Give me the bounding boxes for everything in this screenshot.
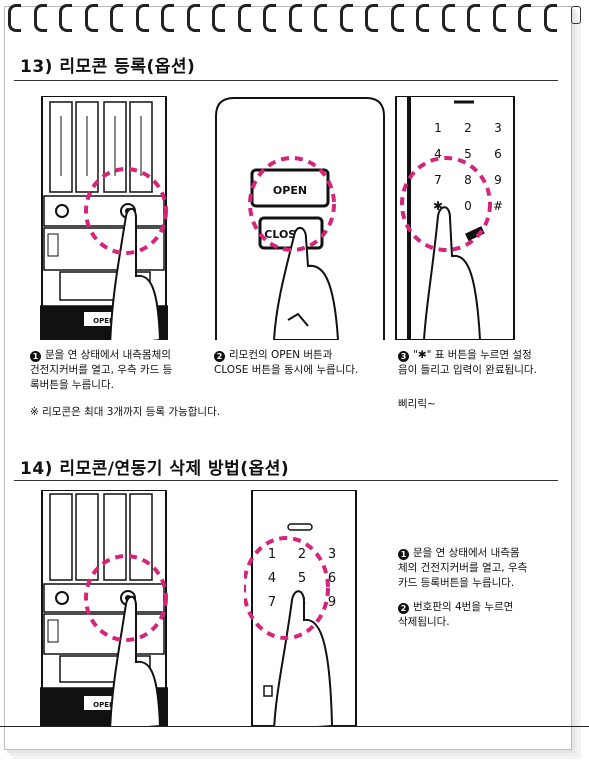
section-13-step-3: 3 "✱" 표 버튼을 누르면 설정 음이 들리고 입력이 완료됩니다. — [398, 348, 568, 378]
step-1-bullet: 1 — [30, 351, 41, 362]
step-2-bullet: 2 — [214, 351, 225, 362]
section-13-step-2: 2 리모컨의 OPEN 버튼과 CLOSE 버튼을 동시에 누릅니다. — [214, 348, 389, 378]
page-bottom-border — [0, 726, 589, 727]
binder-ring — [237, 4, 251, 32]
step-2-line-2: CLOSE 버튼을 동시에 누릅니다. — [214, 364, 359, 376]
binder-ring — [161, 4, 174, 32]
delete-step-2-line-1: 번호판의 4번을 누르면 — [413, 601, 514, 613]
section-14-keypad-key: 6 — [328, 571, 336, 586]
binder-ring — [390, 4, 404, 32]
section-13-keypad-key: 6 — [494, 147, 502, 161]
section-14-keypad-key: 5 — [298, 571, 306, 586]
binder-ring — [492, 4, 506, 32]
section-13-keypad-key: 8 — [464, 173, 472, 187]
binder-ring — [110, 4, 123, 32]
section-13-keypad-key: 3 — [494, 121, 502, 135]
section-13-keypad-key: ✱ — [433, 199, 443, 213]
section-14-keypad-key: 3 — [328, 547, 336, 562]
binder-ring — [314, 4, 327, 32]
completion-sound-text: 삐리릭~ — [398, 398, 436, 410]
binder-ring — [416, 4, 429, 32]
section-14-divider — [14, 480, 558, 481]
step-1-line-2: 건전지커버를 열고, 우측 카드 등 — [30, 364, 173, 376]
delete-step-2-line-2: 삭제됩니다. — [398, 616, 450, 628]
keypad-illustration: 1 2 3 4 5 6 7 8 9 ✱ 0 # — [395, 96, 515, 340]
binder-ring — [467, 4, 480, 32]
step-1-line-1: 문을 연 상태에서 내측몸체의 — [45, 349, 171, 361]
section-14-keypad-key: 1 — [268, 547, 276, 562]
section-13-illustration-battery: OPEN — [40, 96, 168, 340]
section-13-illustration-remote: OPEN CLOSE — [214, 96, 386, 340]
section-14-keypad-key: 4 — [268, 571, 276, 586]
battery-compartment-illustration: OPEN — [40, 96, 168, 340]
section-14-keypad-key: 9 — [328, 595, 336, 610]
section-13-step-1: 1 문을 연 상태에서 내측몸체의 건전지커버를 열고, 우측 카드 등 록버튼을… — [30, 348, 200, 393]
binder-ring — [263, 4, 276, 32]
remote-open-button-label: OPEN — [273, 184, 307, 197]
section-13-divider — [14, 80, 558, 81]
binder-ring — [8, 4, 21, 32]
section-13-keypad-key: 4 — [434, 147, 442, 161]
battery-compartment-illustration-2: OPEN — [40, 490, 168, 726]
section-14-keypad-key: 2 — [298, 547, 306, 562]
step-3-line-2: 음이 들리고 입력이 완료됩니다. — [398, 364, 537, 376]
page-corner-tab — [571, 6, 581, 24]
binder-ring — [59, 4, 72, 32]
section-13-keypad-key: 1 — [434, 121, 442, 135]
section-13-title: 13) 리모콘 등록(옵션) — [20, 57, 196, 77]
section-14-title: 14) 리모콘/연동기 삭제 방법(옵션) — [20, 459, 290, 479]
delete-step-1-bullet: 1 — [398, 549, 409, 560]
section-13-keypad-key: 0 — [464, 199, 472, 213]
binder-ring — [186, 4, 200, 32]
binder-ring — [543, 4, 557, 32]
section-13-keypad-key: 5 — [464, 147, 472, 161]
section-13-keypad-key: 2 — [464, 121, 472, 135]
binder-ring — [441, 4, 455, 32]
remote-control-illustration: OPEN CLOSE — [215, 97, 385, 340]
delete-step-1-line-3: 카드 등록버튼을 누릅니다. — [398, 577, 515, 589]
step-2-line-1: 리모컨의 OPEN 버튼과 — [229, 349, 333, 361]
delete-step-1-line-1: 문을 연 상태에서 내측몸 — [413, 547, 520, 559]
section-13-keypad-key: 9 — [494, 173, 502, 187]
open-label-text: OPEN — [93, 317, 115, 325]
open-label-text-2: OPEN — [93, 701, 115, 709]
section-14-illustration-battery: OPEN — [40, 490, 168, 726]
binder-ring — [212, 4, 225, 32]
section-13-keypad-key: 7 — [434, 173, 442, 187]
binder-ring — [84, 4, 98, 32]
binder-ring — [339, 4, 353, 32]
step-1-line-3: 록버튼을 누릅니다. — [30, 379, 114, 391]
section-14-keypad-key: 7 — [268, 595, 276, 610]
binder-ring — [288, 4, 302, 32]
delete-step-2-bullet: 2 — [398, 603, 409, 614]
step-3-bullet: 3 — [398, 351, 409, 362]
section-13-illustration-keypad: 1 2 3 4 5 6 7 8 9 ✱ 0 # — [394, 96, 516, 340]
binder-ring — [518, 4, 531, 32]
section-14-step-2: 2 번호판의 4번을 누르면 삭제됩니다. — [398, 600, 568, 630]
step-3-line-1: "✱" 표 버튼을 누르면 설정 — [413, 349, 532, 361]
delete-step-1-line-2: 체의 건전지커버를 열고, 우측 — [398, 562, 528, 574]
binder-ring — [135, 4, 149, 32]
binder-rings — [8, 0, 568, 32]
remote-limit-note: ※ 리모콘은 최대 3개까지 등록 가능합니다. — [30, 406, 221, 418]
binder-ring — [33, 4, 47, 32]
section-13-keypad-key: # — [493, 199, 503, 213]
binder-ring — [365, 4, 378, 32]
section-14-step-1: 1 문을 연 상태에서 내측몸 체의 건전지커버를 열고, 우측 카드 등록버튼을… — [398, 546, 568, 591]
